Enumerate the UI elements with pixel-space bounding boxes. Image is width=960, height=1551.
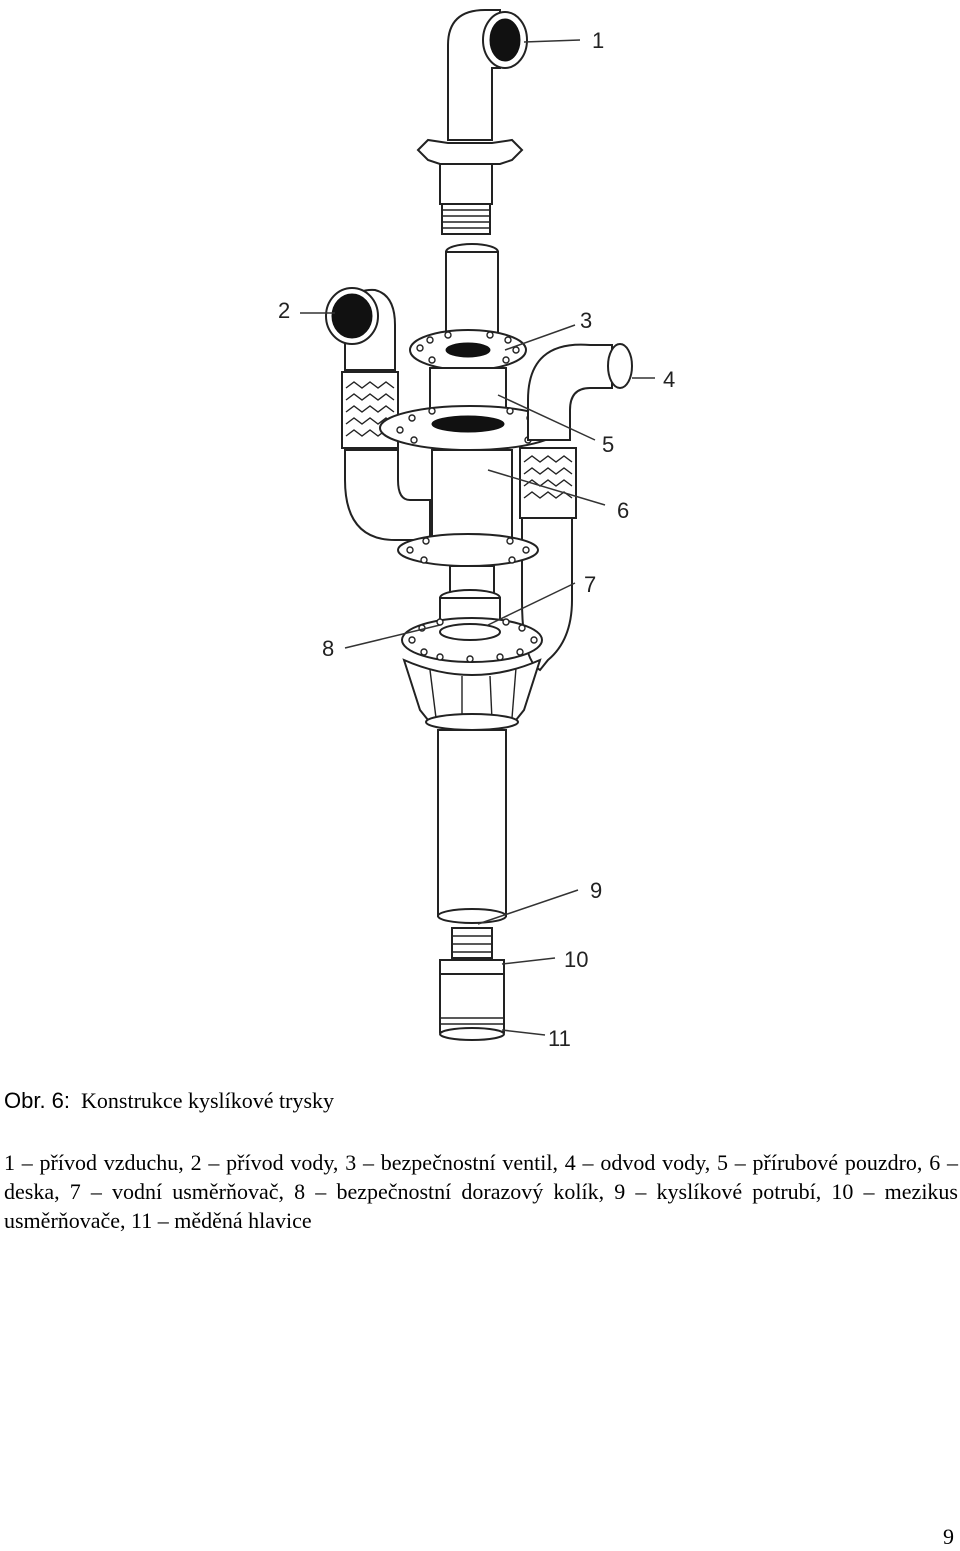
leader-lines	[300, 39, 655, 1036]
callout-4: 4	[663, 367, 675, 392]
figure-caption: Obr. 6: Konstrukce kyslíkové trysky	[4, 1088, 334, 1114]
safety-valve-assembly	[409, 243, 527, 419]
callout-1: 1	[592, 28, 604, 53]
air-inlet-elbow	[416, 9, 528, 235]
callout-6: 6	[617, 498, 629, 523]
callout-8: 8	[322, 636, 334, 661]
water-director-assembly	[401, 589, 543, 731]
callout-7: 7	[584, 572, 596, 597]
callout-3: 3	[580, 308, 592, 333]
copper-head	[439, 973, 505, 1041]
callout-5: 5	[602, 432, 614, 457]
callout-9: 9	[590, 878, 602, 903]
page-number: 9	[943, 1524, 954, 1549]
callout-2: 2	[278, 298, 290, 323]
middle-flange	[397, 533, 539, 595]
callout-11: 11	[548, 1026, 571, 1051]
oxygen-pipe	[437, 729, 507, 924]
figure-legend: 1 – přívod vzduchu, 2 – přívod vody, 3 –…	[4, 1150, 958, 1233]
flange-sleeve	[379, 405, 561, 547]
caption-label: Obr. 6:	[4, 1088, 71, 1113]
callout-labels: 1 2 3 4 5 6 7 8 9 10 11	[278, 28, 675, 1051]
director-intermediate-piece	[439, 927, 505, 975]
callout-10: 10	[564, 947, 588, 972]
water-outlet-assembly	[519, 343, 633, 672]
nozzle-drawing: 1 2 3 4 5 6 7 8 9 10 11	[278, 9, 675, 1051]
caption-text: Konstrukce kyslíkové trysky	[81, 1088, 335, 1113]
